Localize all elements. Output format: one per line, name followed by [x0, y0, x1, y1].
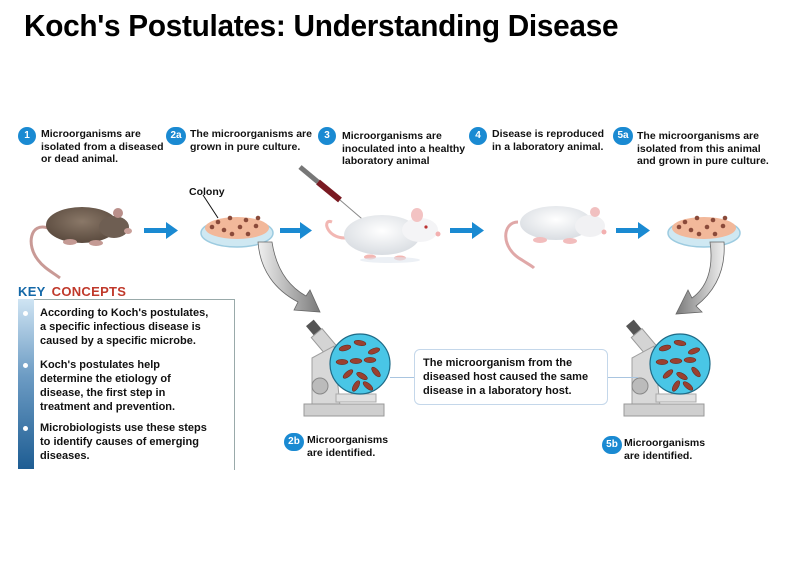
- flow-arrow-2: [280, 222, 312, 239]
- text-line: Microorganisms: [624, 437, 706, 449]
- process-illustrations: [29, 165, 741, 280]
- conclusion-box: The microorganism from the diseased host…: [414, 349, 608, 405]
- microscope-5b-image: [623, 319, 711, 417]
- key-concept-item-2: Koch's postulates help determine the eti…: [40, 358, 230, 414]
- text-line: diseased host caused the same: [423, 371, 589, 383]
- step-badge-5a: 5a: [613, 127, 633, 145]
- text-line: laboratory animal: [342, 155, 430, 167]
- text-line: isolated from this animal: [637, 142, 761, 155]
- step-badge-4: 4: [469, 127, 487, 145]
- text-line: a specific infectious disease is: [40, 321, 201, 333]
- syringe-icon: [298, 165, 369, 225]
- magnified-bacteria-view: [649, 333, 711, 395]
- concepts-heading-part: CONCEPTS: [51, 284, 127, 299]
- petri-dish-image: [667, 215, 741, 248]
- diseased-mouse-image: [29, 207, 132, 280]
- text-line: are identified.: [307, 446, 376, 459]
- step-5a-text: The microorganisms are isolated from thi…: [637, 130, 769, 168]
- step-badge-2b: 2b: [284, 433, 304, 451]
- text-line: and grown in pure culture.: [637, 155, 769, 167]
- connector-line-right: [608, 377, 638, 378]
- step-badge-5b: 5b: [602, 436, 622, 454]
- text-line: Microbiologists use these steps: [40, 422, 207, 434]
- magnified-bacteria-view: [329, 333, 391, 395]
- flow-arrow-4: [616, 222, 650, 239]
- text-line: are identified.: [624, 449, 693, 462]
- key-heading-part: KEY: [18, 284, 46, 299]
- step-5b-text: Microorganisms are identified.: [624, 437, 705, 462]
- flow-arrow-3: [450, 222, 484, 239]
- step-badge-3: 3: [318, 127, 336, 145]
- text-line: Microorganisms are: [342, 130, 442, 142]
- step-badge-1: 1: [18, 127, 36, 145]
- step-2b-text: Microorganisms are identified.: [307, 434, 388, 459]
- connector-line-left: [390, 377, 414, 378]
- step-2a-text: The microorganisms are grown in pure cul…: [190, 128, 312, 153]
- step-4-text: Disease is reproduced in a laboratory an…: [492, 128, 604, 153]
- key-concept-item-1: According to Koch's postulates, a specif…: [40, 306, 230, 348]
- step-1-text: Microorganisms are isolated from a disea…: [41, 128, 164, 166]
- curved-arrow-to-microscope-5b: [675, 241, 725, 315]
- bullet-icon: [23, 426, 28, 431]
- text-line: Disease is reproduced: [492, 128, 605, 140]
- page-title: Koch's Postulates: Understanding Disease: [24, 8, 619, 43]
- microscope-2b-image: [303, 319, 391, 417]
- text-line: disease, the first step in: [40, 387, 166, 399]
- petri-dish-image: [200, 194, 274, 248]
- text-line: disease in a laboratory host.: [423, 385, 572, 397]
- flow-arrow-1: [144, 222, 178, 239]
- key-concepts-sidebar: [18, 299, 34, 469]
- text-line: The microorganisms are: [637, 130, 759, 142]
- text-line: in a laboratory animal.: [492, 140, 604, 153]
- text-line: Koch's postulates help: [40, 359, 160, 371]
- sick-lab-mouse-image: [504, 206, 607, 270]
- text-line: or dead animal.: [41, 153, 119, 165]
- text-line: Microorganisms: [307, 434, 389, 446]
- text-line: treatment and prevention.: [40, 401, 176, 413]
- healthy-mouse-image: [325, 208, 441, 263]
- key-concepts-heading: KEY CONCEPTS: [18, 284, 126, 299]
- text-line: inoculated into a healthy: [342, 142, 466, 155]
- text-line: diseases.: [40, 450, 90, 462]
- step-3-text: Microorganisms are inoculated into a hea…: [342, 130, 465, 168]
- text-line: determine the etiology of: [40, 373, 171, 385]
- text-line: According to Koch's postulates,: [40, 307, 209, 319]
- curved-arrow-to-microscope-2b: [257, 241, 321, 313]
- bullet-icon: [23, 363, 28, 368]
- step-badge-2a: 2a: [166, 127, 186, 145]
- text-line: Microorganisms are: [41, 128, 141, 140]
- text-line: isolated from a diseased: [41, 140, 164, 153]
- text-line: The microorganisms are: [190, 128, 312, 140]
- text-line: to identify causes of emerging: [40, 436, 199, 448]
- text-line: caused by a specific microbe.: [40, 335, 196, 347]
- text-line: The microorganism from the: [423, 357, 573, 369]
- colony-label: Colony: [189, 186, 225, 198]
- key-concepts-box: [18, 299, 235, 470]
- bullet-icon: [23, 311, 28, 316]
- key-concept-item-3: Microbiologists use these steps to ident…: [40, 421, 230, 463]
- text-line: grown in pure culture.: [190, 140, 301, 153]
